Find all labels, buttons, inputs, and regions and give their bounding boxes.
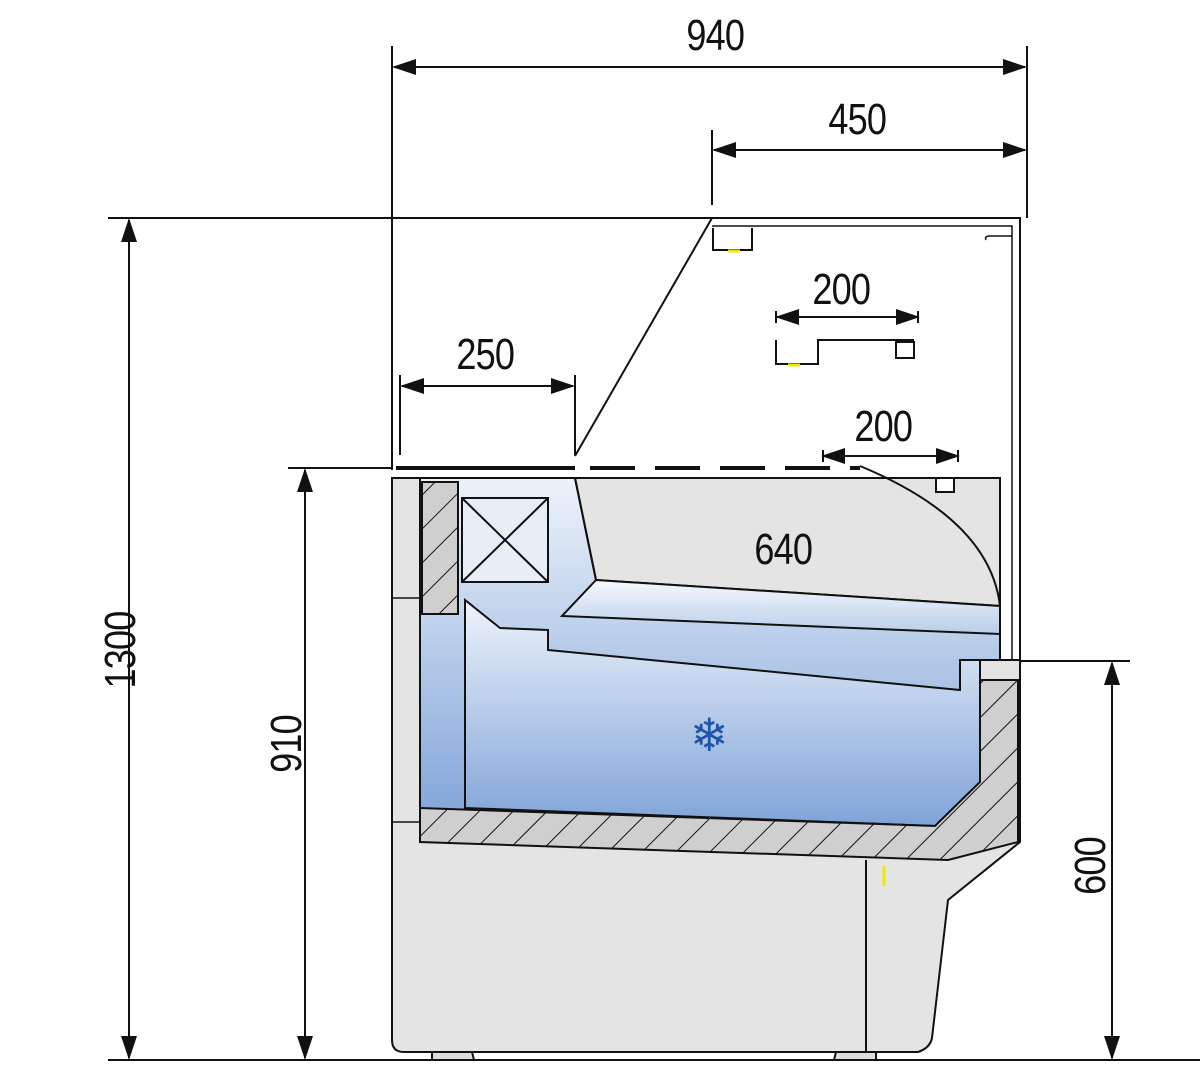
dim-worktop-height: 910 — [262, 715, 312, 773]
counter-body — [391, 217, 1021, 1061]
snowflake-icon: ❄ — [690, 708, 729, 762]
dim-display-depth: 640 — [754, 525, 813, 574]
dim-upper-shelf: 200 — [812, 265, 871, 314]
dim-front-height: 600 — [1066, 837, 1116, 895]
dim-rear-worktop: 250 — [456, 330, 515, 379]
dim-overall-height: 1300 — [95, 611, 145, 689]
dim-overall-depth: 940 — [686, 11, 745, 60]
dim-top-shelf-depth: 450 — [828, 95, 887, 144]
dim-lower-shelf: 200 — [854, 402, 913, 451]
